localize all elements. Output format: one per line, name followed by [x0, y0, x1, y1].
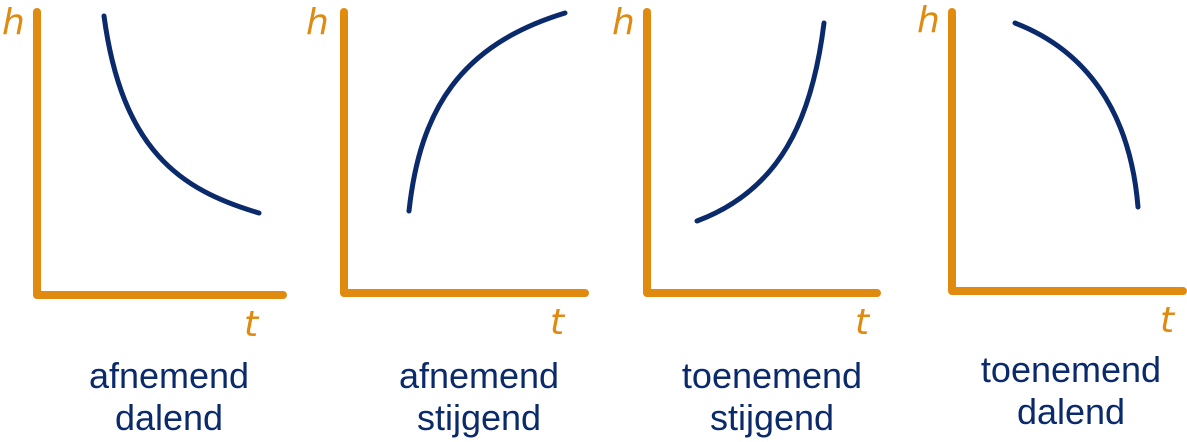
- caption-line-1: toenemend: [681, 355, 863, 396]
- y-axis-label: h: [306, 2, 329, 43]
- curve: [406, 10, 568, 214]
- y-axis-label: h: [612, 2, 635, 43]
- x-axis-label: t: [244, 304, 260, 345]
- caption-line-1: afnemend: [398, 355, 560, 396]
- panel-toenemend-stijgend: h t: [612, 2, 881, 343]
- panel-afnemend-dalend: h t: [2, 2, 287, 345]
- caption-line-1: toenemend: [980, 349, 1162, 390]
- panel-afnemend-stijgend: h t: [306, 2, 589, 343]
- caption-line-2: dalend: [1016, 391, 1126, 432]
- x-axis-label: t: [855, 302, 871, 343]
- caption-toenemend-stijgend: toenemend stijgend: [652, 355, 892, 439]
- curve: [101, 13, 262, 216]
- caption-line-2: stijgend: [709, 397, 835, 438]
- caption-line-1: afnemend: [88, 355, 250, 396]
- axes-frame: [340, 8, 589, 297]
- y-axis-label: h: [917, 0, 940, 41]
- axes-frame: [33, 8, 287, 299]
- caption-line-2: dalend: [114, 397, 224, 438]
- curve: [694, 20, 827, 224]
- x-axis-label: t: [550, 302, 566, 343]
- axes-frame: [948, 8, 1187, 295]
- caption-afnemend-stijgend: afnemend stijgend: [359, 355, 599, 439]
- axes-frame: [643, 8, 881, 297]
- y-axis-label: h: [2, 2, 25, 43]
- panel-toenemend-dalend: h t: [917, 0, 1187, 341]
- caption-toenemend-dalend: toenemend dalend: [951, 349, 1187, 433]
- x-axis-label: t: [1160, 300, 1176, 341]
- caption-afnemend-dalend: afnemend dalend: [49, 355, 289, 439]
- curve: [1012, 20, 1141, 210]
- caption-line-2: stijgend: [416, 397, 542, 438]
